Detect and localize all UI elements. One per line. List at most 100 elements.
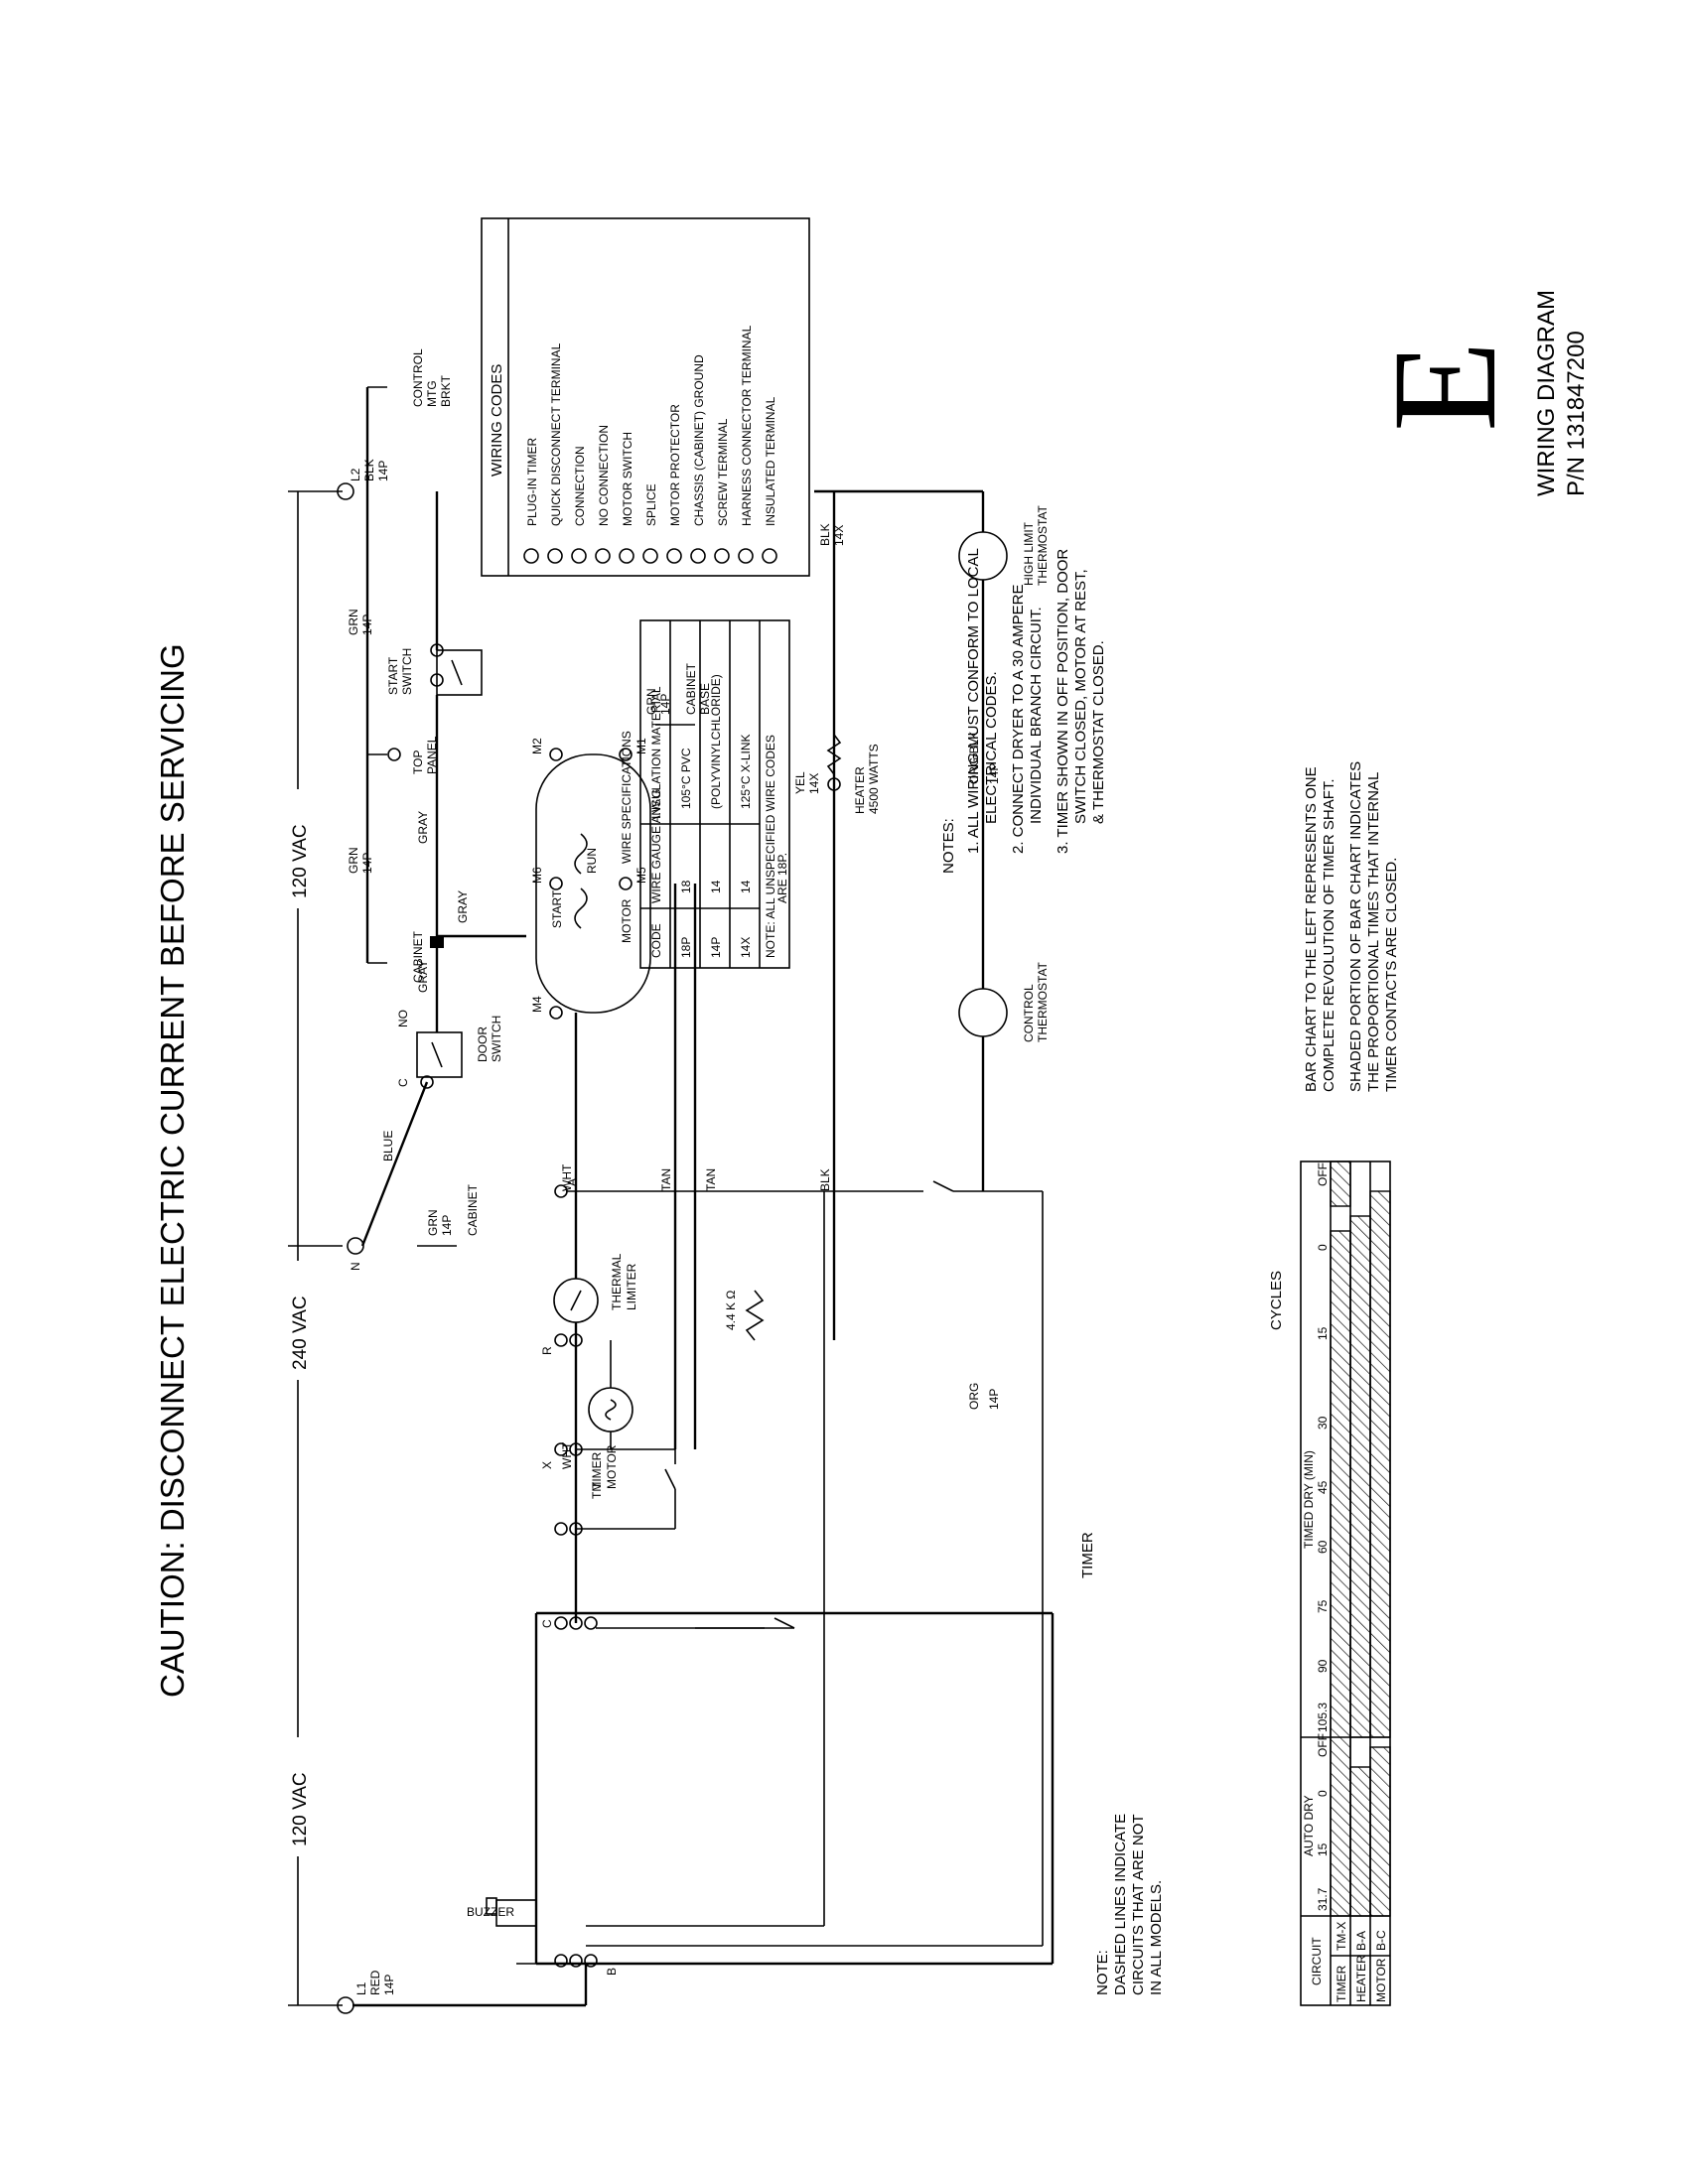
svg-text:4.4 K Ω: 4.4 K Ω (724, 1291, 738, 1330)
svg-text:THERMOSTAT: THERMOSTAT (1036, 961, 1050, 1042)
svg-text:GRAY: GRAY (416, 960, 430, 993)
svg-text:IN ALL MODELS.: IN ALL MODELS. (1148, 1880, 1165, 1995)
bar-note: BAR CHART TO THE LEFT REPRESENTS ONE COM… (1303, 761, 1400, 1092)
cycle-bar-segment (1330, 1230, 1351, 1917)
svg-text:RED: RED (368, 1970, 382, 1995)
svg-text:RUN: RUN (585, 848, 599, 874)
voltage-span: 120 VAC 240 VAC 120 VAC (283, 490, 343, 2006)
svg-text:THERMAL: THERMAL (610, 1253, 624, 1310)
wire-org: ORG (967, 1383, 981, 1410)
heater: HEATER 4500 WATTS YEL 14X (793, 734, 881, 814)
cycle-tick-label: 90 (1316, 1659, 1330, 1673)
svg-text:SWITCH: SWITCH (490, 1016, 503, 1062)
wiring-code-item: MOTOR PROTECTOR (666, 404, 682, 564)
cycle-tick-label: 60 (1316, 1540, 1330, 1554)
code-symbol-icon (738, 548, 754, 564)
svg-text:NOTES:: NOTES: (940, 818, 957, 874)
notes: NOTES: 1. ALL WIRING MUST CONFORM TO LOC… (940, 548, 1107, 874)
svg-text:LIMITER: LIMITER (625, 1263, 638, 1310)
svg-text:N: N (349, 1262, 362, 1271)
svg-text:E: E (1362, 341, 1527, 432)
cycle-tick-label: 15 (1316, 1326, 1330, 1340)
code-symbol-icon (762, 548, 777, 564)
svg-text:BLK: BLK (818, 523, 832, 546)
svg-text:BRKT: BRKT (439, 374, 453, 407)
wiring-code-label: INSULATED TERMINAL (764, 396, 777, 526)
svg-text:14X: 14X (832, 525, 846, 546)
svg-text:14X: 14X (807, 773, 821, 794)
svg-text:SHADED PORTION OF BAR CHART IN: SHADED PORTION OF BAR CHART INDICATES (1347, 761, 1364, 1092)
ground-cabinet-base: GRN 14P CABINET BASE (644, 662, 712, 726)
wire-orgblk: ORG/BLK (967, 732, 981, 784)
svg-text:18: 18 (679, 880, 693, 893)
svg-text:YEL: YEL (793, 771, 807, 794)
ground-cabinet-n: GRN 14P CABINET (417, 1183, 480, 1247)
cycles-chart: CYCLES CIRCUIT AUTO DRY TIMED DRY (MIN) … (1268, 1160, 1391, 2006)
supply-l2: L2 BLK 14P (337, 459, 390, 500)
svg-text:M4: M4 (530, 996, 544, 1013)
svg-text:14P: 14P (360, 853, 374, 874)
voltage-left: 120 VAC (290, 1772, 311, 1846)
wiring-code-label: HARNESS CONNECTOR TERMINAL (740, 325, 754, 526)
svg-text:CONTROL: CONTROL (411, 348, 425, 407)
svg-text:MOTOR: MOTOR (605, 1444, 619, 1489)
svg-text:B-A: B-A (1354, 1931, 1368, 1951)
terminal-b: B (554, 1954, 619, 1976)
svg-text:ARE 18P.: ARE 18P. (775, 853, 789, 903)
svg-text:BASE: BASE (698, 683, 712, 715)
timer-label: TIMER (1079, 1532, 1096, 1578)
wire-org-gauge: 14P (987, 1389, 1001, 1410)
code-symbol-icon (595, 548, 611, 564)
svg-text:B-C: B-C (1374, 1930, 1388, 1951)
ground-section: CABINET TOP PANEL CONTROL MTG BRKT GRN 1… (347, 348, 453, 983)
svg-text:SWITCH CLOSED, MOTOR AT REST,: SWITCH CLOSED, MOTOR AT REST, (1072, 569, 1089, 824)
cycle-tick-label: 105.3 (1316, 1703, 1330, 1732)
svg-text:PANEL: PANEL (425, 736, 439, 774)
svg-text:C: C (396, 1078, 410, 1087)
svg-text:START: START (550, 889, 564, 928)
wiring-code-item: INSULATED TERMINAL (762, 396, 777, 564)
svg-text:L2: L2 (349, 468, 362, 481)
svg-text:DOOR: DOOR (476, 1026, 490, 1062)
cycle-tick-label: 0 (1316, 1244, 1330, 1251)
code-symbol-icon (547, 548, 563, 564)
cycle-tick-label: 31.7 (1316, 1887, 1330, 1911)
wiring-code-label: CONNECTION (573, 446, 587, 526)
svg-text:L1: L1 (354, 1981, 368, 1995)
buzzer: BUZZER (467, 1897, 537, 1927)
svg-text:TM-X: TM-X (1335, 1922, 1348, 1951)
control-thermostat: CONTROL THERMOSTAT (958, 961, 1050, 1042)
svg-text:GRN: GRN (347, 609, 360, 635)
cycle-tick-label: 30 (1316, 1416, 1330, 1430)
svg-text:SWITCH: SWITCH (400, 648, 414, 695)
svg-text:WIRING CODES: WIRING CODES (489, 364, 505, 477)
svg-text:AUTO DRY: AUTO DRY (1302, 1795, 1316, 1856)
svg-text:TAN: TAN (659, 1168, 673, 1191)
svg-text:TIMER: TIMER (1335, 1965, 1348, 2002)
wiring-code-label: SCREW TERMINAL (716, 418, 730, 526)
wiring-code-item: NO CONNECTION (595, 425, 611, 564)
supply-l1: L1 RED 14P (337, 1970, 396, 2014)
tan-wires: TAN TAN (659, 884, 718, 1449)
svg-text:CIRCUITS THAT ARE NOT: CIRCUITS THAT ARE NOT (1130, 1814, 1147, 1995)
wiring-code-label: MOTOR SWITCH (621, 432, 634, 526)
gray-wires: GRAY GRAY GRAY (416, 695, 526, 1032)
supply-n: N (347, 1237, 364, 1271)
svg-text:THE PROPORTIONAL TIMES THAT IN: THE PROPORTIONAL TIMES THAT INTERNAL (1365, 772, 1382, 1092)
svg-text:START: START (386, 656, 400, 695)
svg-text:WIRE SPECIFICATIONS: WIRE SPECIFICATIONS (620, 731, 633, 864)
svg-text:M2: M2 (530, 738, 544, 754)
code-symbol-icon (619, 548, 634, 564)
door-switch: C NO DOOR SWITCH (396, 1010, 503, 1089)
code-symbol-icon (666, 548, 682, 564)
cycle-tick-label: OFF (1316, 1162, 1330, 1186)
cycle-bar-segment (1369, 1190, 1391, 1738)
svg-text:HEATER: HEATER (1354, 1955, 1368, 2002)
svg-text:GRAY: GRAY (416, 811, 430, 844)
wiring-code-item: SPLICE (642, 483, 658, 564)
timer-contacts (516, 1180, 1044, 1965)
svg-text:105°C PVC: 105°C PVC (679, 748, 693, 809)
svg-text:A: A (565, 1178, 579, 1186)
